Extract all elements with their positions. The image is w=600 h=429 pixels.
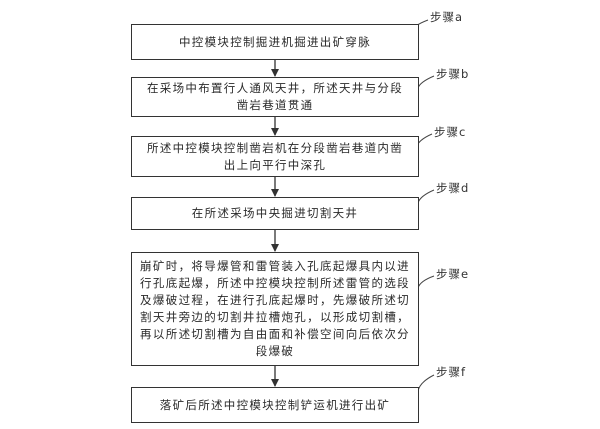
step-label-a: 步骤a bbox=[430, 10, 464, 24]
step-label-e: 步骤e bbox=[436, 267, 470, 281]
step-box-d: 在所述采场中央掘进切割天井 bbox=[131, 197, 419, 230]
leader-d bbox=[417, 189, 435, 204]
step-box-a: 中控模块控制掘进机掘进出矿穿脉 bbox=[131, 24, 419, 60]
step-label-f: 步骤f bbox=[436, 365, 467, 379]
step-label-b: 步骤b bbox=[436, 67, 470, 81]
step-label-d: 步骤d bbox=[436, 181, 470, 195]
leader-b bbox=[417, 75, 435, 89]
step-box-b: 在采场中布置行人通风天井，所述天井与分段凿岩巷道贯通 bbox=[131, 77, 419, 117]
leader-f bbox=[417, 374, 435, 392]
leader-e bbox=[417, 275, 435, 289]
step-box-c: 所述中控模块控制凿岩机在分段凿岩巷道内凿出上向平行中深孔 bbox=[131, 136, 419, 177]
step-box-e: 崩矿时，将导爆管和雷管装入孔底起爆具内以进行孔底起爆，所述中控模块控制所述雷管的… bbox=[131, 252, 419, 366]
step-box-f: 落矿后所述中控模块控制铲运机进行出矿 bbox=[131, 387, 419, 423]
step-label-c: 步骤c bbox=[434, 125, 467, 139]
